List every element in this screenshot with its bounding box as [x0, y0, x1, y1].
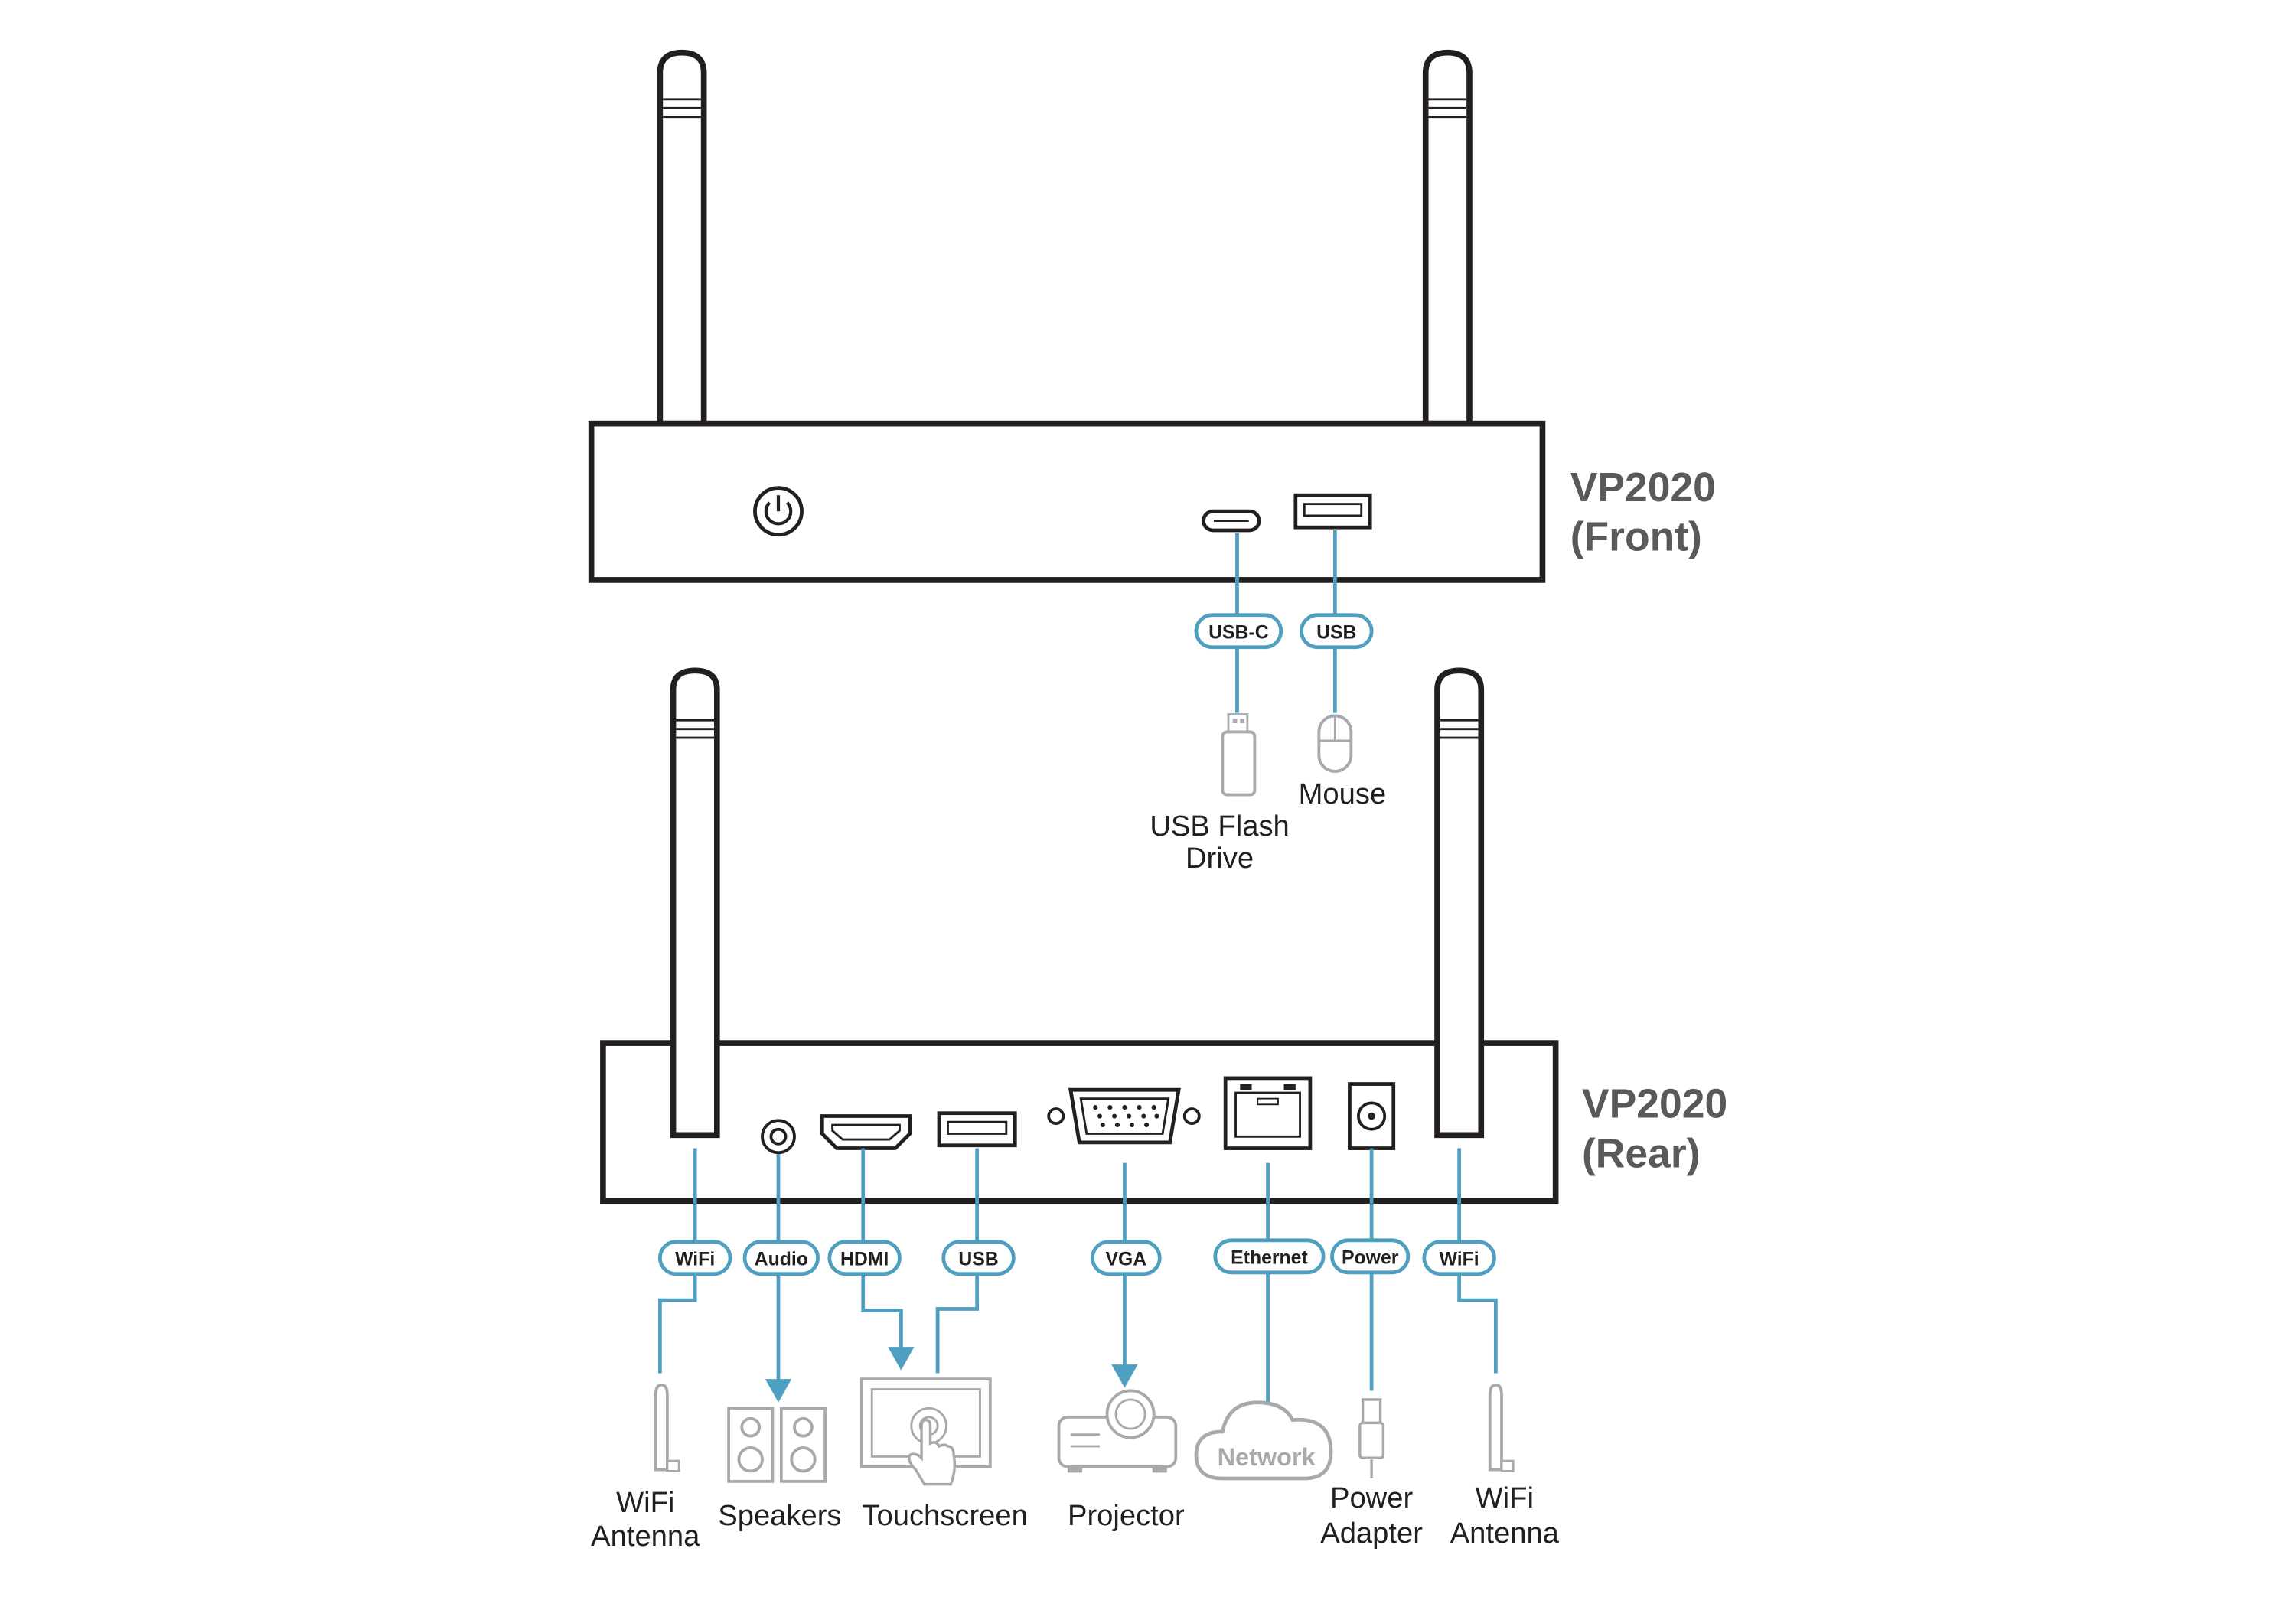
flash-drive-label-1: USB Flash	[1150, 810, 1289, 843]
antenna-icon	[654, 1383, 680, 1472]
projector-icon	[1057, 1389, 1178, 1473]
power-tag: Power	[1330, 1238, 1411, 1275]
wifi-antenna-right-label-1: WiFi	[1476, 1482, 1534, 1514]
front-chassis	[588, 420, 1546, 583]
front-unit: VP2020 (Front) USB-C USB USB Flash Drive	[588, 49, 1716, 875]
front-side-label: (Front)	[1570, 515, 1702, 560]
svg-text:WiFi: WiFi	[1440, 1249, 1479, 1270]
svg-text:VGA: VGA	[1105, 1249, 1146, 1270]
flash-drive-label-2: Drive	[1186, 842, 1254, 875]
mouse-icon	[1317, 714, 1353, 773]
wifi-antenna-left-label-2: Antenna	[591, 1520, 700, 1553]
mouse-label: Mouse	[1299, 777, 1387, 810]
vga-port-icon	[1047, 1087, 1201, 1145]
power-adapter-label-1: Power	[1330, 1482, 1413, 1514]
front-model-label: VP2020	[1570, 465, 1716, 510]
svg-text:USB: USB	[958, 1249, 998, 1270]
usb-flash-drive-icon	[1221, 713, 1257, 797]
hdmi-port-icon	[820, 1114, 912, 1150]
power-adapter-icon	[1358, 1398, 1385, 1478]
svg-text:Audio: Audio	[755, 1249, 808, 1270]
usb-rear-tag: USB	[941, 1240, 1016, 1276]
usb-c-tag: USB-C	[1194, 613, 1283, 650]
audio-tag: Audio	[742, 1240, 820, 1276]
svg-text:USB: USB	[1316, 622, 1356, 643]
wifi-antenna-left-label-1: WiFi	[616, 1486, 674, 1519]
projector-label: Projector	[1068, 1499, 1185, 1532]
audio-jack-icon	[761, 1119, 796, 1155]
antenna-icon	[1434, 667, 1485, 1139]
wifi-antenna-right-label-2: Antenna	[1450, 1517, 1560, 1550]
svg-text:HDMI: HDMI	[840, 1249, 889, 1270]
antenna-icon	[1488, 1383, 1515, 1472]
power-button-icon	[753, 486, 804, 537]
network-cloud-icon: Network	[1194, 1400, 1333, 1481]
speakers-icon	[727, 1407, 827, 1483]
svg-text:Power: Power	[1342, 1247, 1399, 1268]
dc-power-jack-icon	[1348, 1082, 1396, 1150]
vga-tag: VGA	[1091, 1240, 1162, 1276]
rear-unit: VP2020 (Rear)	[591, 667, 1727, 1553]
antenna-icon	[670, 667, 720, 1139]
wifi-left-tag: WiFi	[657, 1240, 732, 1276]
svg-text:Ethernet: Ethernet	[1231, 1247, 1308, 1268]
power-adapter-label-2: Adapter	[1320, 1517, 1423, 1550]
ethernet-tag: Ethernet	[1213, 1238, 1326, 1275]
rear-model-label: VP2020	[1582, 1081, 1727, 1126]
svg-text:WiFi: WiFi	[675, 1249, 715, 1270]
svg-text:USB-C: USB-C	[1208, 622, 1269, 643]
speakers-label: Speakers	[718, 1499, 841, 1532]
usb-front-tag: USB	[1300, 613, 1374, 650]
touchscreen-label: Touchscreen	[862, 1499, 1027, 1532]
usb-port-icon	[937, 1111, 1017, 1148]
ethernet-port-icon	[1223, 1076, 1313, 1150]
rear-side-label: (Rear)	[1582, 1131, 1700, 1176]
hdmi-tag: HDMI	[827, 1240, 902, 1276]
usb-port-icon	[1293, 493, 1372, 530]
touchscreen-icon	[859, 1377, 992, 1486]
antenna-icon	[657, 49, 707, 427]
wifi-right-tag: WiFi	[1422, 1240, 1496, 1276]
svg-text:Network: Network	[1218, 1443, 1316, 1471]
antenna-icon	[1422, 49, 1473, 427]
